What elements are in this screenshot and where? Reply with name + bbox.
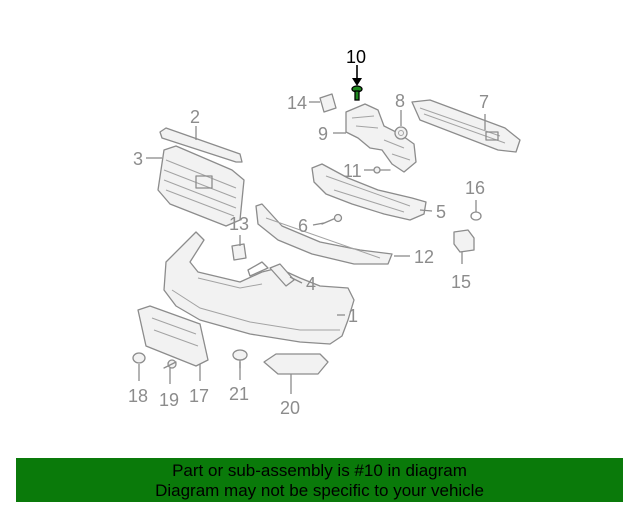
part-2-molding-strip — [159, 127, 243, 163]
callout-9: 9 — [318, 124, 328, 144]
part-20-deflector — [263, 353, 329, 375]
callout-6: 6 — [298, 216, 308, 236]
callout-12: 12 — [414, 247, 434, 267]
callout-4: 4 — [306, 274, 316, 294]
callout-5: 5 — [436, 202, 446, 222]
exploded-parts-diagram: 1 2 3 4 5 6 7 8 9 10 11 12 13 14 15 16 1… — [128, 47, 521, 418]
callout-16: 16 — [465, 178, 485, 198]
part-5-energy-absorber — [311, 163, 427, 221]
callout-1: 1 — [348, 306, 358, 326]
callout-8: 8 — [395, 91, 405, 111]
callout-13: 13 — [229, 214, 249, 234]
part-21-fastener — [232, 349, 248, 369]
callout-leader-10 — [352, 65, 362, 86]
callout-14: 14 — [287, 93, 307, 113]
part-1-bumper-cover — [163, 231, 355, 345]
part-3-grille — [157, 145, 245, 227]
part-13-bracket — [231, 243, 247, 261]
part-6-bolt — [321, 213, 343, 225]
part-12-lower-reinforcement — [255, 203, 393, 265]
part-11-screw — [373, 166, 391, 174]
part-7-reinforcement-bar — [411, 99, 521, 153]
banner-line-2: Diagram may not be specific to your vehi… — [155, 481, 484, 500]
callout-numbers: 1 2 3 4 5 6 7 8 9 10 11 12 13 14 15 16 1… — [128, 47, 489, 418]
callout-17: 17 — [189, 386, 209, 406]
callout-3: 3 — [133, 149, 143, 169]
info-banner: Part or sub-assembly is #10 in diagram D… — [16, 458, 623, 502]
callout-19: 19 — [159, 390, 179, 410]
callout-21: 21 — [229, 384, 249, 404]
part-14-clip — [319, 93, 337, 113]
callout-20: 20 — [280, 398, 300, 418]
part-9-bracket — [345, 103, 417, 173]
part-10-push-pin — [351, 85, 363, 101]
callout-leader-lines — [138, 101, 486, 394]
part-15-block — [453, 229, 475, 253]
callout-10-highlighted: 10 — [346, 47, 366, 67]
banner-line-1: Part or sub-assembly is #10 in diagram — [172, 461, 467, 480]
callout-18: 18 — [128, 386, 148, 406]
part-18-clip — [132, 352, 146, 364]
callout-7: 7 — [479, 92, 489, 112]
callout-15: 15 — [451, 272, 471, 292]
part-8-nut — [394, 126, 408, 140]
part-19-screw — [163, 359, 177, 369]
callout-2: 2 — [190, 107, 200, 127]
part-4-bracket — [269, 263, 295, 287]
part-16-clip — [470, 211, 482, 221]
part-17-plate-bracket — [137, 305, 209, 367]
callout-11: 11 — [343, 161, 362, 181]
